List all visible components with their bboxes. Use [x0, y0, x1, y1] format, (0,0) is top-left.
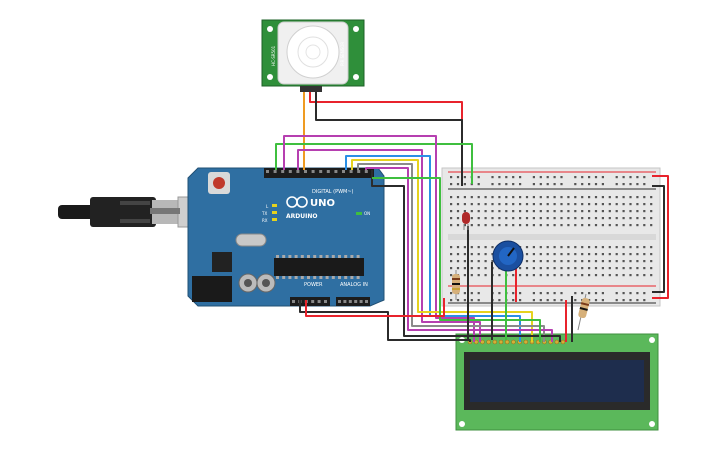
resistor-led	[452, 270, 460, 300]
lcd-screen	[470, 360, 644, 402]
on-led-label: ON	[364, 211, 370, 216]
digital-label: DIGITAL (PWM~)	[312, 189, 354, 195]
analog-header	[336, 297, 370, 306]
wire-black-arduino	[371, 170, 561, 342]
red-led[interactable]	[462, 212, 470, 230]
resistor-lcd-backlight	[577, 293, 590, 331]
digital-header	[264, 168, 374, 178]
digital-pins	[266, 170, 368, 173]
power-label: POWER	[304, 282, 323, 288]
pir-header	[300, 86, 322, 92]
power-header	[290, 297, 330, 306]
analog-label: ANALOG IN	[340, 282, 368, 288]
tx-led-label: TX	[261, 211, 267, 216]
arduino-uno-board[interactable]: DIGITAL (PWM~) UNO ARDUINO L TX RX ON PO…	[187, 167, 385, 307]
wire-bb-black-right	[652, 185, 665, 293]
atmega-chip	[274, 258, 364, 276]
chip-pins	[276, 255, 360, 279]
breadboard-holes	[450, 176, 653, 302]
wires	[275, 92, 669, 342]
potentiometer[interactable]	[492, 240, 524, 272]
wire-green-lcd	[372, 177, 541, 342]
wire-bb-red-right	[652, 175, 669, 299]
board-brand: ARDUINO	[286, 213, 317, 220]
breadboard[interactable]	[441, 167, 661, 307]
pir-sensor[interactable]: PIR SENSOR HC-SR501	[261, 19, 365, 92]
board-model: UNO	[310, 198, 335, 209]
pir-side-text-right: PIR SENSOR	[340, 42, 345, 66]
lcd-pins	[467, 339, 566, 345]
wire-pir-gnd	[315, 92, 463, 186]
power-jack	[192, 276, 232, 302]
wire-gray-1	[357, 163, 545, 342]
pir-side-text-left: HC-SR501	[271, 45, 276, 66]
arduino-logo-icon	[286, 196, 308, 208]
pir-dome	[286, 25, 340, 79]
lcd-16x2-display[interactable]	[455, 333, 659, 431]
wire-green-top	[275, 143, 473, 184]
l-led-label: L	[266, 204, 269, 209]
wire-5v-power	[305, 298, 445, 317]
wire-yellow	[351, 159, 533, 342]
rx-led-label: RX	[262, 218, 268, 223]
wire-gnd-power	[299, 300, 471, 342]
crystal-oscillator	[235, 233, 267, 247]
wire-purple-3	[365, 167, 553, 342]
